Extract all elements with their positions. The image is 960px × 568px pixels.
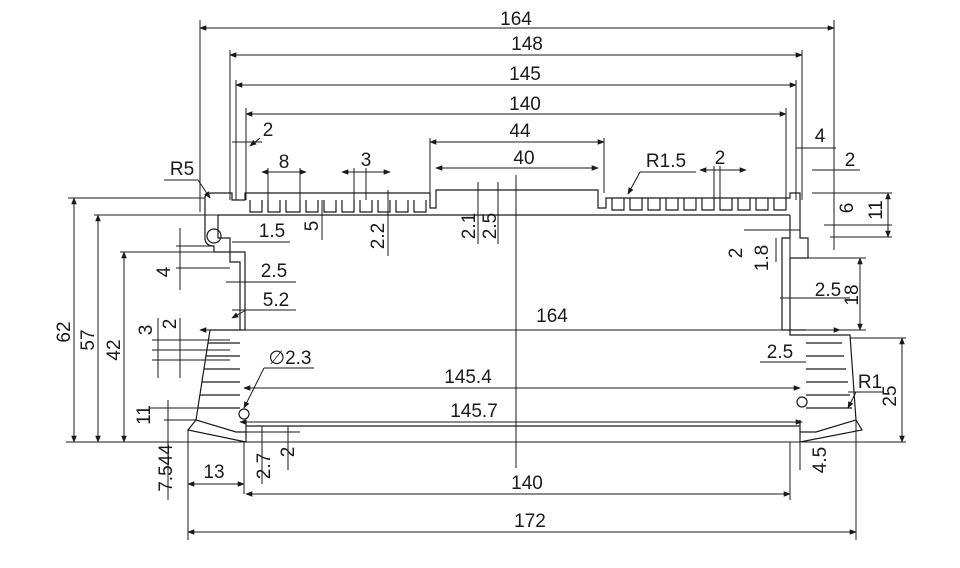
dim-2-left: 2: [160, 319, 181, 330]
dim-44: 44: [509, 121, 531, 142]
dim-4-left: 4: [154, 266, 175, 277]
dim-140-bottom: 140: [511, 473, 543, 494]
dim-172: 172: [514, 511, 546, 532]
left-dimensions: R5 1.5 5 2.2 2.1 2.5 4 2.5 5.2 3: [54, 159, 900, 500]
dim-2-left-top: 2: [263, 120, 274, 141]
dim-140-top: 140: [509, 94, 541, 115]
dim-11-left: 11: [134, 405, 155, 425]
dim-r5: R5: [170, 159, 194, 180]
dim-13: 13: [203, 462, 224, 483]
dim-2-5-right: 2.5: [815, 280, 841, 301]
dim-7-544: 7.544: [156, 444, 177, 492]
dim-r1: R1: [858, 372, 882, 393]
dim-42: 42: [104, 339, 125, 360]
dim-3-left: 3: [136, 325, 157, 336]
dim-164-top: 164: [500, 9, 532, 30]
top-dimensions: 164 148 145 140 44 40 8 3 2: [199, 9, 860, 250]
dim-2-2: 2.2: [368, 223, 389, 249]
dim-25: 25: [880, 385, 901, 406]
dim-2-5-center: 2.5: [480, 213, 501, 239]
dim-148: 148: [511, 34, 543, 55]
dim-6: 6: [837, 203, 858, 214]
dim-11-right: 11: [866, 200, 887, 220]
dim-145: 145: [509, 64, 541, 85]
dim-4-right: 4: [815, 126, 826, 147]
dim-1-5: 1.5: [259, 221, 285, 242]
dim-2-1: 2.1: [459, 213, 480, 239]
dim-2-5-lower-right: 2.5: [767, 342, 793, 363]
dim-2-right-top: 2: [715, 148, 726, 169]
dim-145-7: 145.7: [450, 401, 498, 422]
dim-5: 5: [302, 221, 323, 232]
dim-145-4: 145.4: [444, 367, 492, 388]
dim-2-right-mid: 2: [726, 248, 747, 259]
right-dimensions: 6 11 2 1.8 2.5 18 2.5 R1 25 4.5: [726, 192, 906, 473]
dim-2-right: 2: [845, 150, 856, 171]
bottom-dimensions: 140 172: [187, 420, 857, 540]
dim-5-2: 5.2: [263, 290, 289, 311]
dim-164-inner: 164: [536, 306, 568, 327]
profile-outline: [186, 189, 863, 443]
dim-62: 62: [54, 321, 75, 342]
dim-diameter-2-3: ∅2.3: [269, 348, 312, 369]
dim-1-8: 1.8: [752, 245, 773, 271]
dim-2-bottom: 2: [278, 447, 299, 458]
dim-r1-5: R1.5: [646, 151, 686, 172]
dim-18: 18: [842, 284, 863, 305]
dim-3: 3: [361, 150, 372, 171]
dim-40: 40: [513, 148, 534, 169]
dim-2-7: 2.7: [254, 453, 275, 479]
dim-57: 57: [78, 329, 99, 350]
dim-2-5-left: 2.5: [261, 261, 287, 282]
dim-4-5: 4.5: [810, 447, 831, 473]
dim-8: 8: [279, 152, 290, 173]
